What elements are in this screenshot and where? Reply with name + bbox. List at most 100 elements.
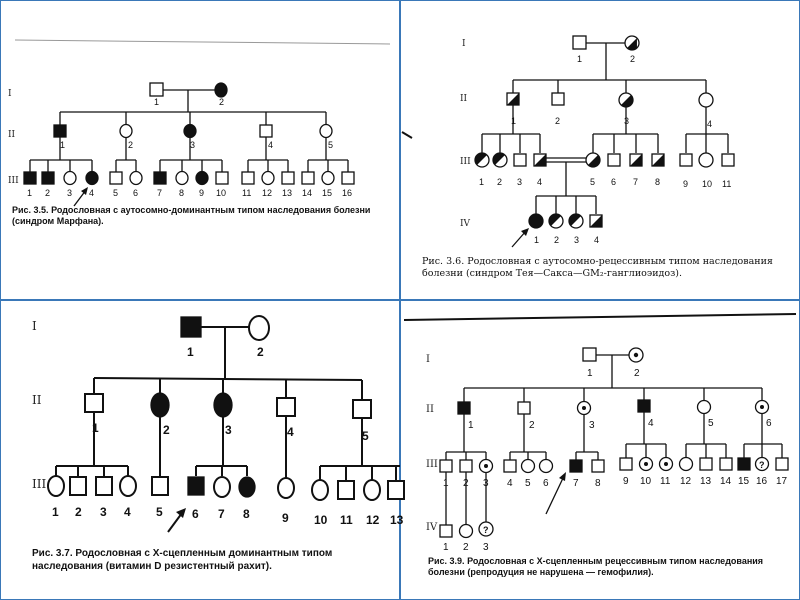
male-unaffected <box>679 153 693 167</box>
female-affected <box>150 392 170 418</box>
individual-number: 1 <box>534 235 539 245</box>
individual-number: 2 <box>163 423 170 437</box>
female-unknown <box>754 456 770 472</box>
male-unaffected <box>591 459 605 473</box>
svg-text:7: 7 <box>573 478 579 489</box>
svg-text:2: 2 <box>497 177 502 187</box>
proband-arrowhead <box>521 228 529 236</box>
gen-3-numbers: 1 2 3 4 5 6 7 8 9 10 11 <box>479 177 731 189</box>
male-unaffected <box>149 82 164 97</box>
svg-text:3: 3 <box>67 188 72 198</box>
male-affected <box>23 171 37 185</box>
carrier-half-fill <box>652 154 664 166</box>
figure-caption: Рис. 3.9. Родословная с Х-сцепленным рец… <box>428 556 794 579</box>
figure-number: Рис. 3.9. <box>428 556 465 566</box>
carrier-half-fill <box>630 154 642 166</box>
gen-3-drops <box>55 466 397 480</box>
individual-number: 5 <box>362 429 369 443</box>
svg-text:8: 8 <box>595 478 601 489</box>
individual-number: 4 <box>268 140 273 150</box>
female-unaffected <box>311 479 329 501</box>
caption-text: Родословная с Х-сцепленным рецессивным т… <box>428 556 764 578</box>
female-unaffected <box>248 315 270 341</box>
svg-text:2: 2 <box>75 505 82 519</box>
pedigree-panel-fig-3-6: I II III IV 1 2 1 2 3 4 <box>400 0 800 300</box>
svg-text:14: 14 <box>720 476 732 487</box>
svg-text:3: 3 <box>100 505 107 519</box>
svg-text:4: 4 <box>507 478 513 489</box>
proband-arrow <box>167 512 183 533</box>
carrier-half-fill <box>534 154 546 166</box>
male-unaffected <box>259 124 273 138</box>
individual-number: 4 <box>287 425 294 439</box>
male-unaffected <box>337 480 355 500</box>
individual-number: 6 <box>766 418 772 429</box>
generation-label: II <box>8 130 16 140</box>
individual-number: 5 <box>708 418 714 429</box>
carrier-dot <box>582 406 586 410</box>
svg-text:16: 16 <box>342 188 352 198</box>
svg-text:6: 6 <box>192 507 199 521</box>
female-affected <box>195 170 209 186</box>
male-unaffected <box>341 171 355 185</box>
proband-arrow <box>511 230 527 248</box>
male-unaffected <box>276 397 296 417</box>
male-unaffected <box>619 457 633 471</box>
male-unaffected <box>109 171 123 185</box>
individual-number: 4 <box>648 418 654 429</box>
individual-number: 3 <box>225 423 232 437</box>
pedigree-diagram-fig-3-9: I II III IV 1 2 1 2 3 4 5 6 <box>403 313 797 553</box>
male-unaffected <box>572 35 587 50</box>
svg-text:11: 11 <box>340 513 353 527</box>
svg-text:11: 11 <box>660 476 671 487</box>
individual-number: 1 <box>154 97 159 107</box>
svg-text:14: 14 <box>302 188 312 198</box>
male-affected-proband <box>187 476 205 496</box>
svg-text:9: 9 <box>282 511 289 525</box>
individual-number: 1 <box>577 54 582 64</box>
svg-text:13: 13 <box>700 476 712 487</box>
gen-3-drops <box>445 444 783 460</box>
female-unaffected <box>63 170 77 186</box>
male-unaffected <box>775 457 789 471</box>
caption-text: Родословная с Х-сцепленным доминантным т… <box>32 548 333 572</box>
male-unaffected <box>84 393 104 413</box>
female-unaffected <box>363 479 381 501</box>
individual-number: 1 <box>92 421 99 435</box>
figure-caption: Рис. 3.6. Родословная с аутосомно-рецесс… <box>422 256 792 280</box>
individual-number: 4 <box>594 235 599 245</box>
generation-label: III <box>460 157 471 167</box>
female-unaffected <box>277 477 295 499</box>
pedigree-panel-fig-3-7: I II III 1 2 1 2 3 4 5 <box>0 300 405 600</box>
scan-edge-line <box>403 313 797 321</box>
svg-text:13: 13 <box>282 188 292 198</box>
proband-arrowhead <box>176 508 186 518</box>
gen-3-numbers: 1 2 3 4 5 6 7 8 9 10 11 12 13 <box>52 505 404 527</box>
carrier-dot <box>760 405 764 409</box>
pedigree-diagram-fig-3-5: I II III 1 2 1 2 3 4 5 <box>8 39 391 207</box>
carrier-half-fill <box>568 213 581 226</box>
individual-number: 4 <box>707 119 712 129</box>
individual-number: 2 <box>634 368 640 379</box>
proband-arrowhead <box>559 472 566 481</box>
sibship-line <box>93 377 363 381</box>
svg-text:4: 4 <box>124 505 131 519</box>
individual-number: 1 <box>587 368 593 379</box>
female-affected <box>213 392 233 418</box>
svg-text:5: 5 <box>156 505 163 519</box>
carrier-half-fill <box>548 213 561 226</box>
svg-text:1: 1 <box>479 177 484 187</box>
male-unaffected <box>719 457 733 471</box>
carrier-half-fill <box>621 95 634 108</box>
individual-number: 1 <box>187 345 194 359</box>
female-unaffected <box>119 123 133 139</box>
female-unaffected <box>321 170 335 186</box>
gen-3-numbers: 1 2 3 4 5 6 7 8 9 10 11 12 13 14 15 16 1… <box>443 476 788 489</box>
individual-number: 2 <box>529 420 535 431</box>
generation-label: II <box>460 94 468 104</box>
male-unaffected <box>607 153 621 167</box>
carrier-dot <box>633 352 639 358</box>
carrier-half-fill <box>627 38 637 50</box>
pedigree-diagram-fig-3-6: I II III IV 1 2 1 2 3 4 <box>401 35 735 248</box>
caption-text: Родословная с аутосомно-рецессивным типо… <box>422 256 773 279</box>
